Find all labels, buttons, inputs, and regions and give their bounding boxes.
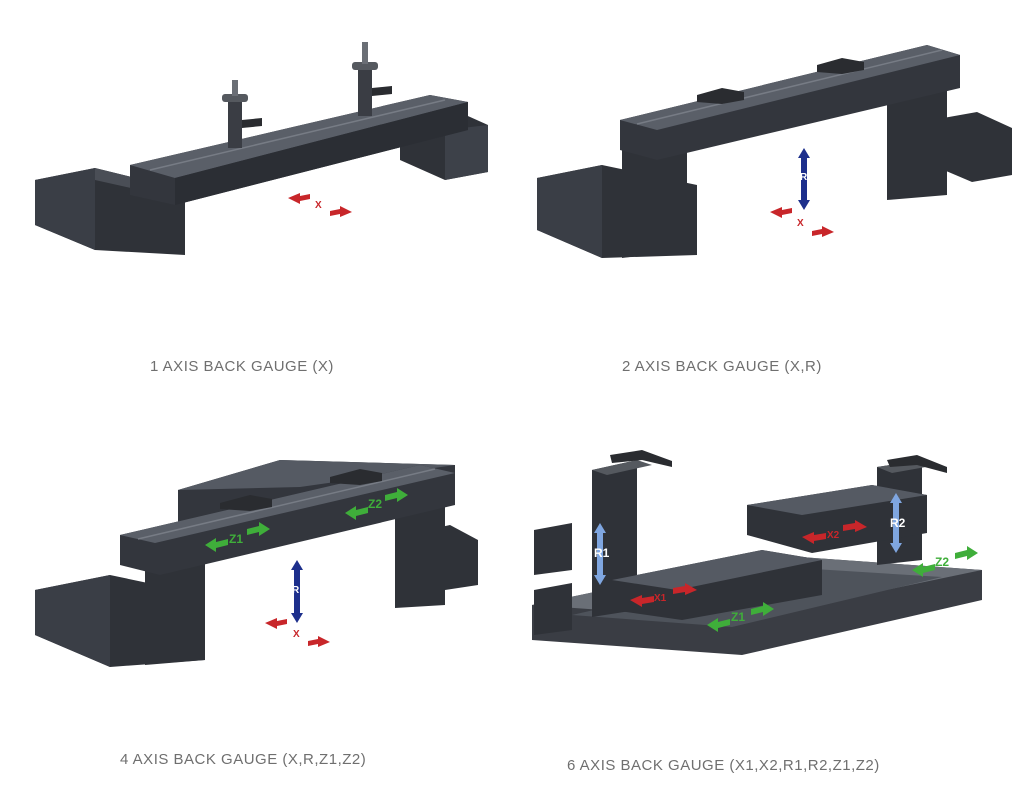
caption-4-axis: 4 AXIS BACK GAUGE (X,R,Z1,Z2) [120,751,367,768]
finger-stop-left [222,80,262,148]
finger-stop-left [220,495,272,511]
x2-axis-arrow: X2 [802,520,867,544]
caption-2-axis: 2 AXIS BACK GAUGE (X,R) [622,358,822,375]
z1-axis-arrow: Z1 [707,602,774,632]
x2-axis-label: X2 [827,530,840,541]
r-axis-arrow: R [291,560,303,623]
z2-axis-arrow: Z2 [345,488,408,520]
panel-6-axis: R1 R2 X1 X2 Z1 Z2 6 AX [512,395,1024,791]
x1-axis-label: X1 [654,593,667,604]
z1-axis-label: Z1 [731,610,745,624]
r-axis-label: R [800,172,808,183]
r1-axis-arrow: R1 [594,523,610,585]
back-gauge-6-axis-illustration: R1 R2 X1 X2 Z1 Z2 [532,450,982,655]
finger-stop-right [817,58,864,74]
r2-axis-arrow: R2 [890,493,906,553]
z1-axis-arrow: Z1 [205,522,270,552]
r2-axis-label: R2 [890,516,906,530]
finger-stop-left [610,450,672,467]
upright-right [887,70,947,200]
finger-stop-left [697,88,744,104]
z1-axis-label: Z1 [229,532,243,546]
back-gauge-1-axis-illustration: X [35,42,488,255]
x1-axis-arrow: X1 [630,583,697,607]
z2-axis-label: Z2 [368,497,382,511]
r1-axis-label: R1 [594,546,610,560]
x-axis-arrow: X [265,618,330,647]
upright-right [395,493,445,608]
finger-stop-right [330,469,382,485]
back-gauge-4-axis-illustration: Z1 Z2 R X [35,460,478,667]
finger-stop-right [352,42,392,116]
finger-stop-right [887,455,947,473]
panel-1-axis: X 1 AXIS BACK GAUGE (X) [0,0,512,395]
r-axis-arrow: R [798,148,810,210]
caption-6-axis: 6 AXIS BACK GAUGE (X1,X2,R1,R2,Z1,Z2) [567,757,880,774]
z2-axis-arrow: Z2 [912,546,978,577]
x-axis-label: X [315,200,322,211]
base-block-left [534,523,572,575]
z2-axis-label: Z2 [935,555,949,569]
back-gauge-2-axis-illustration: R X [537,45,1012,258]
panel-2-axis: R X 2 AXIS BACK GAUGE (X,R) [512,0,1024,395]
panel-4-axis: Z1 Z2 R X 4 AXIS BACK GAUGE (X,R,Z1,Z2) [0,395,512,791]
base-foot-right [932,112,1012,182]
x-axis-label: X [797,218,804,229]
x-axis-arrow: X [770,207,834,237]
x-axis-label: X [293,629,300,640]
x-axis-arrow: X [288,193,352,217]
caption-1-axis: 1 AXIS BACK GAUGE (X) [150,358,334,375]
r-axis-label: R [292,585,300,596]
